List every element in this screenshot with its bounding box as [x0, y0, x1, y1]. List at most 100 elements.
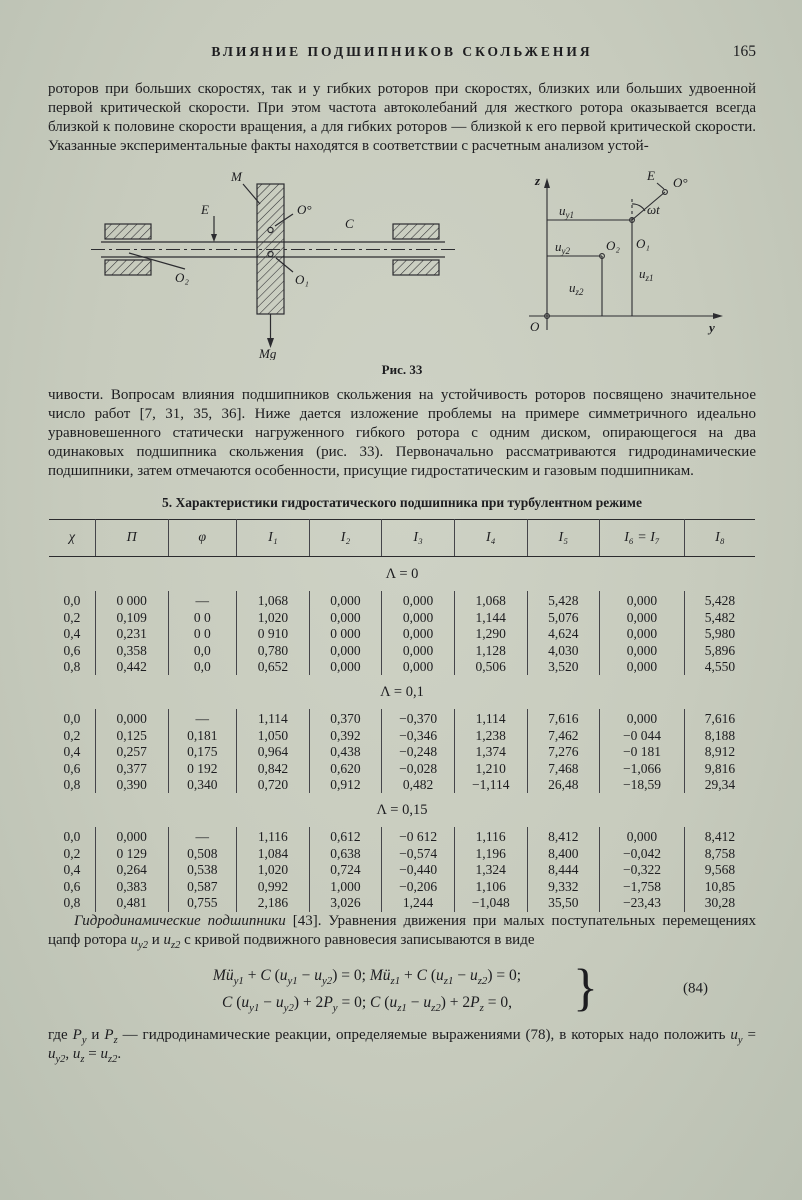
table-cell: 0,000	[381, 609, 455, 627]
table-cell: 0,000	[94, 827, 168, 846]
table-cell: 0,482	[381, 777, 455, 794]
table-cell: 7,616	[683, 709, 755, 728]
table-cell: 0,109	[94, 609, 168, 627]
table-cell: 0,6	[63, 642, 81, 658]
table-cell: 0,000	[308, 609, 382, 627]
table-cell: −18,59	[599, 777, 685, 794]
paragraph-2: чивости. Вопросам влияния подшипников ск…	[48, 387, 756, 480]
table-cell: 1,020	[236, 609, 310, 627]
table-cell: 0,0	[63, 711, 81, 727]
table-cell: 0 192	[167, 760, 237, 778]
table-cell: 0,264	[94, 862, 168, 879]
table-cell: 0,000	[599, 658, 685, 676]
table-cell: 0,000	[599, 827, 685, 846]
table-cell: −0,206	[381, 878, 455, 896]
equation-84: Müy1 + C (uy1 − uy2) = 0; Müz1 + C (uz1 …	[110, 959, 708, 1016]
table-cell: 1,068	[236, 591, 310, 610]
table-cell: −0,440	[381, 862, 455, 879]
table-cell: 1,374	[453, 744, 528, 761]
table-cell: 0,340	[167, 777, 237, 794]
table-cell: 35,50	[526, 895, 600, 912]
rotor-and-axes-diagram: M E O° C O₂ O₁ Mg	[91, 168, 723, 360]
table-cell: 0 0	[167, 626, 237, 643]
table-cell: −0,248	[381, 744, 455, 761]
table-cell: 7,462	[526, 727, 600, 745]
table-cell: 1,116	[453, 827, 528, 846]
table-cell: 0,720	[236, 777, 310, 794]
fig-label-Odeg-right: O°	[673, 175, 688, 190]
table-cell: 0,181	[167, 727, 237, 745]
table-cell: −1,048	[453, 895, 528, 912]
table-cell: 0,964	[236, 744, 310, 761]
table-cell: 0,125	[94, 727, 168, 745]
table-cell: 1,084	[236, 845, 310, 863]
table-title: 5. Характеристики гидростатического подш…	[162, 495, 642, 511]
fig-label-origin-O: O	[530, 319, 540, 334]
table-cell: 4,550	[683, 658, 755, 676]
table-cell: 0,370	[308, 709, 382, 728]
table-cell: 0,231	[94, 626, 168, 643]
table-cell: —	[167, 591, 237, 610]
table-header-cell: I₄	[453, 519, 528, 558]
table-header-cell: φ	[167, 519, 237, 558]
table-cell: 0,392	[308, 727, 382, 745]
table-cell: 4,030	[526, 642, 600, 659]
table-cell: 0,377	[94, 760, 168, 778]
table-cell: 0,000	[94, 709, 168, 728]
table-cell: —	[167, 827, 237, 846]
table-cell: 0,755	[167, 895, 237, 912]
table-cell: 1,116	[236, 827, 310, 846]
table-cell: 3,026	[308, 895, 382, 912]
table-cell: 0,000	[381, 591, 455, 610]
table-cell: 0,481	[94, 895, 168, 912]
fig-label-omega-t: ωt	[647, 202, 660, 217]
table-section-row: Λ = 0,1	[49, 675, 755, 709]
table-cell: 3,520	[526, 658, 600, 676]
fig-label-M: M	[230, 169, 243, 184]
table-cell: 0 910	[236, 626, 310, 643]
table-cell: 0 0	[167, 609, 237, 627]
rotor-schematic	[91, 183, 455, 349]
table-cell: 4,624	[526, 626, 600, 643]
table-cell: 0,638	[308, 845, 382, 863]
table-cell: 0,4	[63, 862, 81, 878]
table-cell: 8,758	[683, 845, 755, 863]
table-cell: 1,050	[236, 727, 310, 745]
table-cell: −0 612	[381, 827, 455, 846]
equation-brace: }	[573, 959, 598, 1017]
table-cell: −1,758	[599, 878, 685, 896]
fig-label-z-axis: z	[534, 173, 541, 188]
table-header-cell: I₈	[683, 519, 755, 558]
equation-line-1: Müy1 + C (uy1 − uy2) = 0; Müz1 + C (uz1 …	[212, 966, 522, 987]
table-cell: 0,000	[599, 709, 685, 728]
table-cell: 0,000	[381, 658, 455, 676]
fig-label-O1-left: O₁	[295, 272, 309, 287]
table-cell: 1,244	[381, 895, 455, 912]
table-cell: 0,383	[94, 878, 168, 896]
table-cell: 0,4	[63, 744, 81, 760]
table-cell: 0,0	[167, 658, 237, 676]
fig-label-uy2: uy2	[555, 239, 570, 256]
table-cell: 1,000	[308, 878, 382, 896]
table-cell: 0,000	[599, 591, 685, 610]
table-cell: 0,000	[599, 626, 685, 643]
table-cell: 0,2	[63, 845, 81, 861]
table-cell: 0,4	[63, 626, 81, 642]
fig-label-uz2: uz2	[569, 280, 584, 297]
table-cell: 0,000	[308, 642, 382, 659]
table-cell: 0,842	[236, 760, 310, 778]
table-cell: 0,612	[308, 827, 382, 846]
table-cell: 8,412	[526, 827, 600, 846]
table-cell: 0,0	[63, 593, 81, 609]
table-cell: 0,358	[94, 642, 168, 659]
table-cell: 0,0	[167, 642, 237, 659]
table-cell: 7,468	[526, 760, 600, 778]
